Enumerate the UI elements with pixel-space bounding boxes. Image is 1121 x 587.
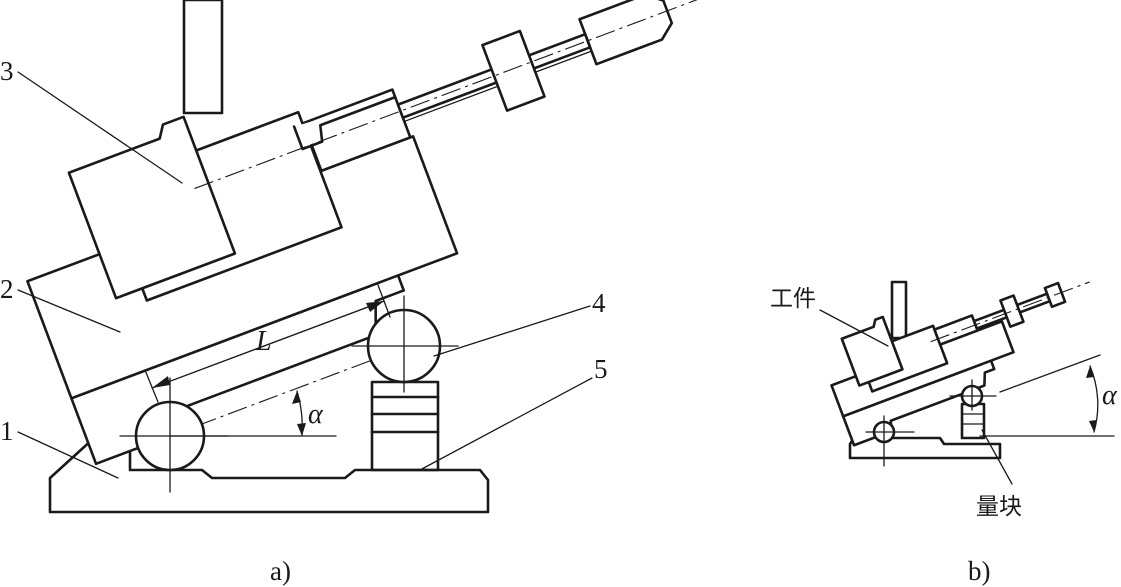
label-alpha-b: α: [1102, 380, 1118, 411]
figure-a: 3 2 1 4 5 L α a): [0, 0, 715, 586]
angle-alpha-b: [979, 354, 1115, 437]
tilted-vise-body-b: [830, 281, 1090, 447]
caption-b: b): [968, 556, 991, 586]
moving-jaw: [302, 88, 412, 173]
gauge-block-b: [960, 402, 986, 440]
label-gauge-block: 量块: [976, 494, 1022, 520]
tilted-vise-body: [26, 0, 715, 466]
label-l: L: [255, 326, 272, 357]
dimension-l: [144, 284, 391, 403]
jaw-slot: [292, 95, 397, 151]
caption-a: a): [270, 556, 291, 586]
gauge-block-stack: [370, 380, 440, 472]
label-3: 3: [0, 56, 14, 86]
label-alpha-a: α: [308, 399, 324, 430]
label-workpiece: 工件: [770, 286, 816, 312]
screw-nut-b: [999, 294, 1025, 328]
grinding-wheel-b: [890, 280, 908, 340]
label-1: 1: [0, 416, 14, 446]
grinding-wheel: [182, 0, 224, 115]
workpiece-a: [67, 115, 237, 300]
label-4: 4: [592, 288, 606, 318]
workpiece-b: [840, 315, 904, 387]
angle-alpha-a: [169, 390, 337, 437]
label-5: 5: [594, 354, 608, 384]
figure-b: 工件 量块 α b): [770, 280, 1118, 586]
screw-nut: [481, 29, 546, 112]
label-2: 2: [0, 274, 14, 304]
knurled-handle: [578, 0, 674, 66]
